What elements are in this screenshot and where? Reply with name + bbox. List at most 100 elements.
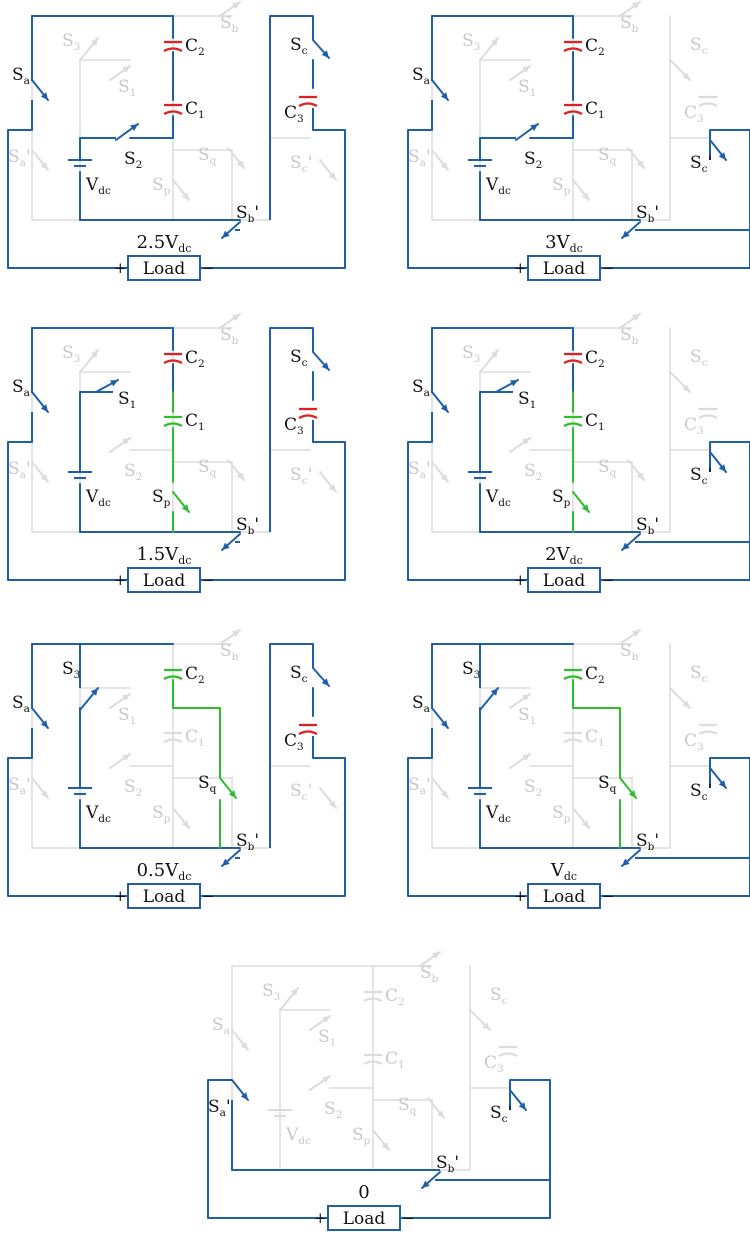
switch-sa-arrow — [40, 92, 48, 100]
switch-sap-arrow — [440, 790, 448, 798]
label-capacitor-c3: C3 — [284, 103, 304, 125]
label-capacitor-c3: C3 — [284, 731, 304, 753]
label-switch-s3-main: S — [462, 343, 474, 363]
wire-none — [600, 230, 750, 269]
label-switch-sq-sub: q — [210, 783, 217, 795]
wire-sa-to-load — [407, 728, 528, 897]
label-switch-sbp: Sb' — [236, 203, 259, 225]
label-switch-s3: S3 — [62, 659, 80, 681]
label-capacitor-c2-sub: 2 — [598, 46, 605, 58]
switch-s3-arrow — [90, 688, 98, 696]
label-switch-sap: Sa' — [408, 775, 431, 797]
label-switch-sp-sub: p — [164, 497, 171, 509]
load-box — [527, 567, 601, 593]
label-switch-sq: Sq — [598, 457, 617, 479]
switch-sq-arrow — [636, 160, 644, 168]
wire-s2-left — [79, 137, 116, 160]
label-switch-sap-main: S — [8, 459, 20, 479]
label-switch-s2-main: S — [124, 149, 136, 169]
switch-s2-arrow — [522, 754, 530, 761]
label-switch-s1: S1 — [518, 77, 536, 99]
label-capacitor-c3-main: C — [684, 415, 697, 435]
label-switch-sq-main: S — [598, 773, 610, 793]
label-vdc-sub: dc — [498, 813, 511, 825]
switch-sq-arrow — [636, 472, 644, 480]
label-switch-sb-main: S — [620, 641, 632, 661]
label-switch-scp: Sc' — [290, 781, 312, 803]
label-switch-sq-main: S — [598, 457, 610, 477]
label-switch-s2-sub: 2 — [536, 471, 543, 483]
label-switch-sbp-sub: b — [248, 525, 255, 537]
switch-sb-arrow — [632, 630, 640, 637]
switch-sbp-arrow — [422, 1180, 430, 1188]
label-switch-s1: S1 — [518, 389, 536, 411]
label-vdc-sub: dc — [98, 497, 111, 509]
label-switch-sb: Sb — [220, 641, 239, 663]
label-switch-scp: Sc' — [690, 153, 712, 175]
label-capacitor-c2: C2 — [585, 664, 605, 686]
label-switch-sbp-main: S — [636, 203, 648, 223]
label-capacitor-c1-main: C — [585, 727, 598, 747]
label-capacitor-c2: C2 — [385, 986, 405, 1008]
label-vdc: Vdc — [485, 803, 511, 825]
switch-sp-arrow — [581, 192, 589, 200]
label-capacitor-c3: C3 — [484, 1053, 504, 1075]
label-capacitor-c3-sub: 3 — [297, 425, 304, 437]
label-switch-s3: S3 — [262, 981, 280, 1003]
label-switch-s2-main: S — [524, 461, 536, 481]
label-capacitor-c3: C3 — [684, 415, 704, 437]
label-switch-s3-main: S — [62, 31, 74, 51]
label-switch-sa-sub: a — [224, 1025, 230, 1037]
load-box — [527, 255, 601, 281]
label-capacitor-c3-sub: 3 — [297, 113, 304, 125]
load-box — [127, 255, 201, 281]
label-switch-scp: Sc' — [490, 1103, 512, 1125]
label-switch-sa-sub: a — [424, 75, 430, 87]
label-switch-sa-main: S — [12, 377, 24, 397]
label-switch-sc-sub: c — [702, 45, 708, 57]
switch-sa-arrow — [440, 92, 448, 100]
output-voltage-label: Vdc — [550, 860, 577, 883]
label-switch-sa-sub: a — [424, 703, 430, 715]
label-switch-sa-main: S — [12, 65, 24, 85]
label-switch-sbp-prime: ' — [654, 831, 659, 851]
label-switch-sc: Sc — [290, 663, 308, 685]
capacitor-c2-plate-bottom — [563, 47, 583, 52]
switch-sq-arrow — [236, 160, 244, 168]
label-switch-sa: Sa — [12, 377, 30, 399]
label-capacitor-c1: C1 — [185, 411, 205, 433]
label-capacitor-c1-sub: 1 — [398, 1059, 405, 1071]
label-switch-s1-main: S — [518, 77, 530, 97]
switch-sc-arrow — [682, 384, 690, 392]
wire-sap-to-load — [207, 1079, 328, 1219]
label-switch-scp: Sc' — [290, 465, 312, 487]
switch-sc-arrow — [321, 678, 329, 686]
label-switch-sa-sub: a — [24, 75, 30, 87]
label-switch-sc-sub: c — [502, 995, 508, 1007]
label-vdc-main: V — [85, 487, 99, 507]
label-switch-sc: Sc — [290, 347, 308, 369]
wire-sa-to-load — [7, 100, 128, 269]
capacitor-c2-plate-bottom — [563, 359, 583, 364]
label-switch-s1-main: S — [118, 705, 130, 725]
switch-sp-arrow — [181, 820, 189, 828]
switch-sa-arrow — [440, 720, 448, 728]
switch-sap-arrow — [40, 474, 48, 482]
load-minus: − — [202, 887, 215, 905]
label-capacitor-c1-main: C — [185, 99, 198, 119]
switch-sq-arrow — [236, 472, 244, 480]
switch-s3-arrow — [490, 38, 498, 46]
wire-vdc-upper — [479, 391, 513, 472]
label-capacitor-c2-main: C — [385, 986, 398, 1006]
label-switch-s3: S3 — [462, 31, 480, 53]
wire-right-top — [269, 327, 314, 532]
load-label: Load — [143, 571, 186, 591]
capacitor-c1-inactive-plate-bottom — [563, 738, 583, 743]
switch-scp-arrow — [328, 484, 336, 492]
label-switch-sbp: Sb' — [636, 831, 659, 853]
label-switch-scp: Sc' — [290, 153, 312, 175]
label-vdc-main: V — [485, 487, 499, 507]
label-switch-sp: Sp — [152, 803, 171, 825]
switch-s2-arrow — [322, 1076, 330, 1083]
